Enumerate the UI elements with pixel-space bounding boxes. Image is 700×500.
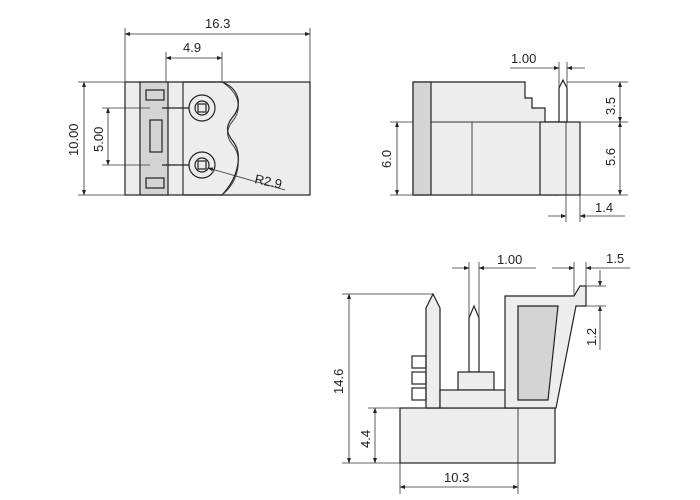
section-fin-1 <box>411 355 427 369</box>
front-terminal-bottom-screw <box>197 160 207 170</box>
side-view: 1.00 3.5 5.6 6.0 1.4 <box>379 51 628 222</box>
section-view: 1.00 1.5 1.2 14.6 4.4 10.3 <box>331 251 630 494</box>
section-dim-14-6-label: 14.6 <box>331 369 346 394</box>
section-dim-1-5-label: 1.5 <box>606 251 624 266</box>
section-dim-1-label: 1.00 <box>497 252 522 267</box>
front-inner-contour <box>221 81 239 196</box>
side-dim-3-5-label: 3.5 <box>603 97 618 115</box>
front-left-housing <box>139 81 169 196</box>
front-terminal-top-screw <box>197 103 207 113</box>
front-latch-bottom <box>145 177 165 189</box>
front-latch-slot <box>149 119 163 153</box>
side-dim-1-4-label: 1.4 <box>595 200 613 215</box>
section-dim-10-3-label: 10.3 <box>444 470 469 485</box>
front-latch-top <box>145 89 165 101</box>
side-body-outline <box>412 81 559 196</box>
section-latch-window <box>517 305 559 401</box>
front-view: 16.3 4.9 10.00 5.00 R2.9 <box>66 16 311 196</box>
side-dim-5-6-label: 5.6 <box>603 148 618 166</box>
front-radius-leader <box>207 167 286 191</box>
side-pin <box>558 78 568 123</box>
section-dim-4-4-label: 4.4 <box>358 430 373 448</box>
front-dim-4-9-label: 4.9 <box>183 40 201 55</box>
side-dim-6-label: 6.0 <box>379 150 394 168</box>
front-dim-5-label: 5.00 <box>91 127 106 152</box>
front-terminal-bottom-inner <box>194 157 210 173</box>
section-fin-2 <box>411 371 427 385</box>
section-pin <box>468 304 480 373</box>
section-pin-base <box>457 371 495 391</box>
section-fin-3 <box>411 387 427 401</box>
side-left-band <box>412 81 432 196</box>
side-dim-1-label: 1.00 <box>511 51 536 66</box>
side-right-block <box>539 121 581 196</box>
section-left-post <box>425 292 441 409</box>
front-dim-16-3-label: 16.3 <box>205 16 230 31</box>
front-dim-10-label: 10.00 <box>66 123 81 156</box>
section-base <box>399 407 556 464</box>
front-terminal-top-inner <box>194 100 210 116</box>
section-dim-1-2-label: 1.2 <box>584 328 599 346</box>
front-radius-label: R2.9 <box>253 171 283 191</box>
